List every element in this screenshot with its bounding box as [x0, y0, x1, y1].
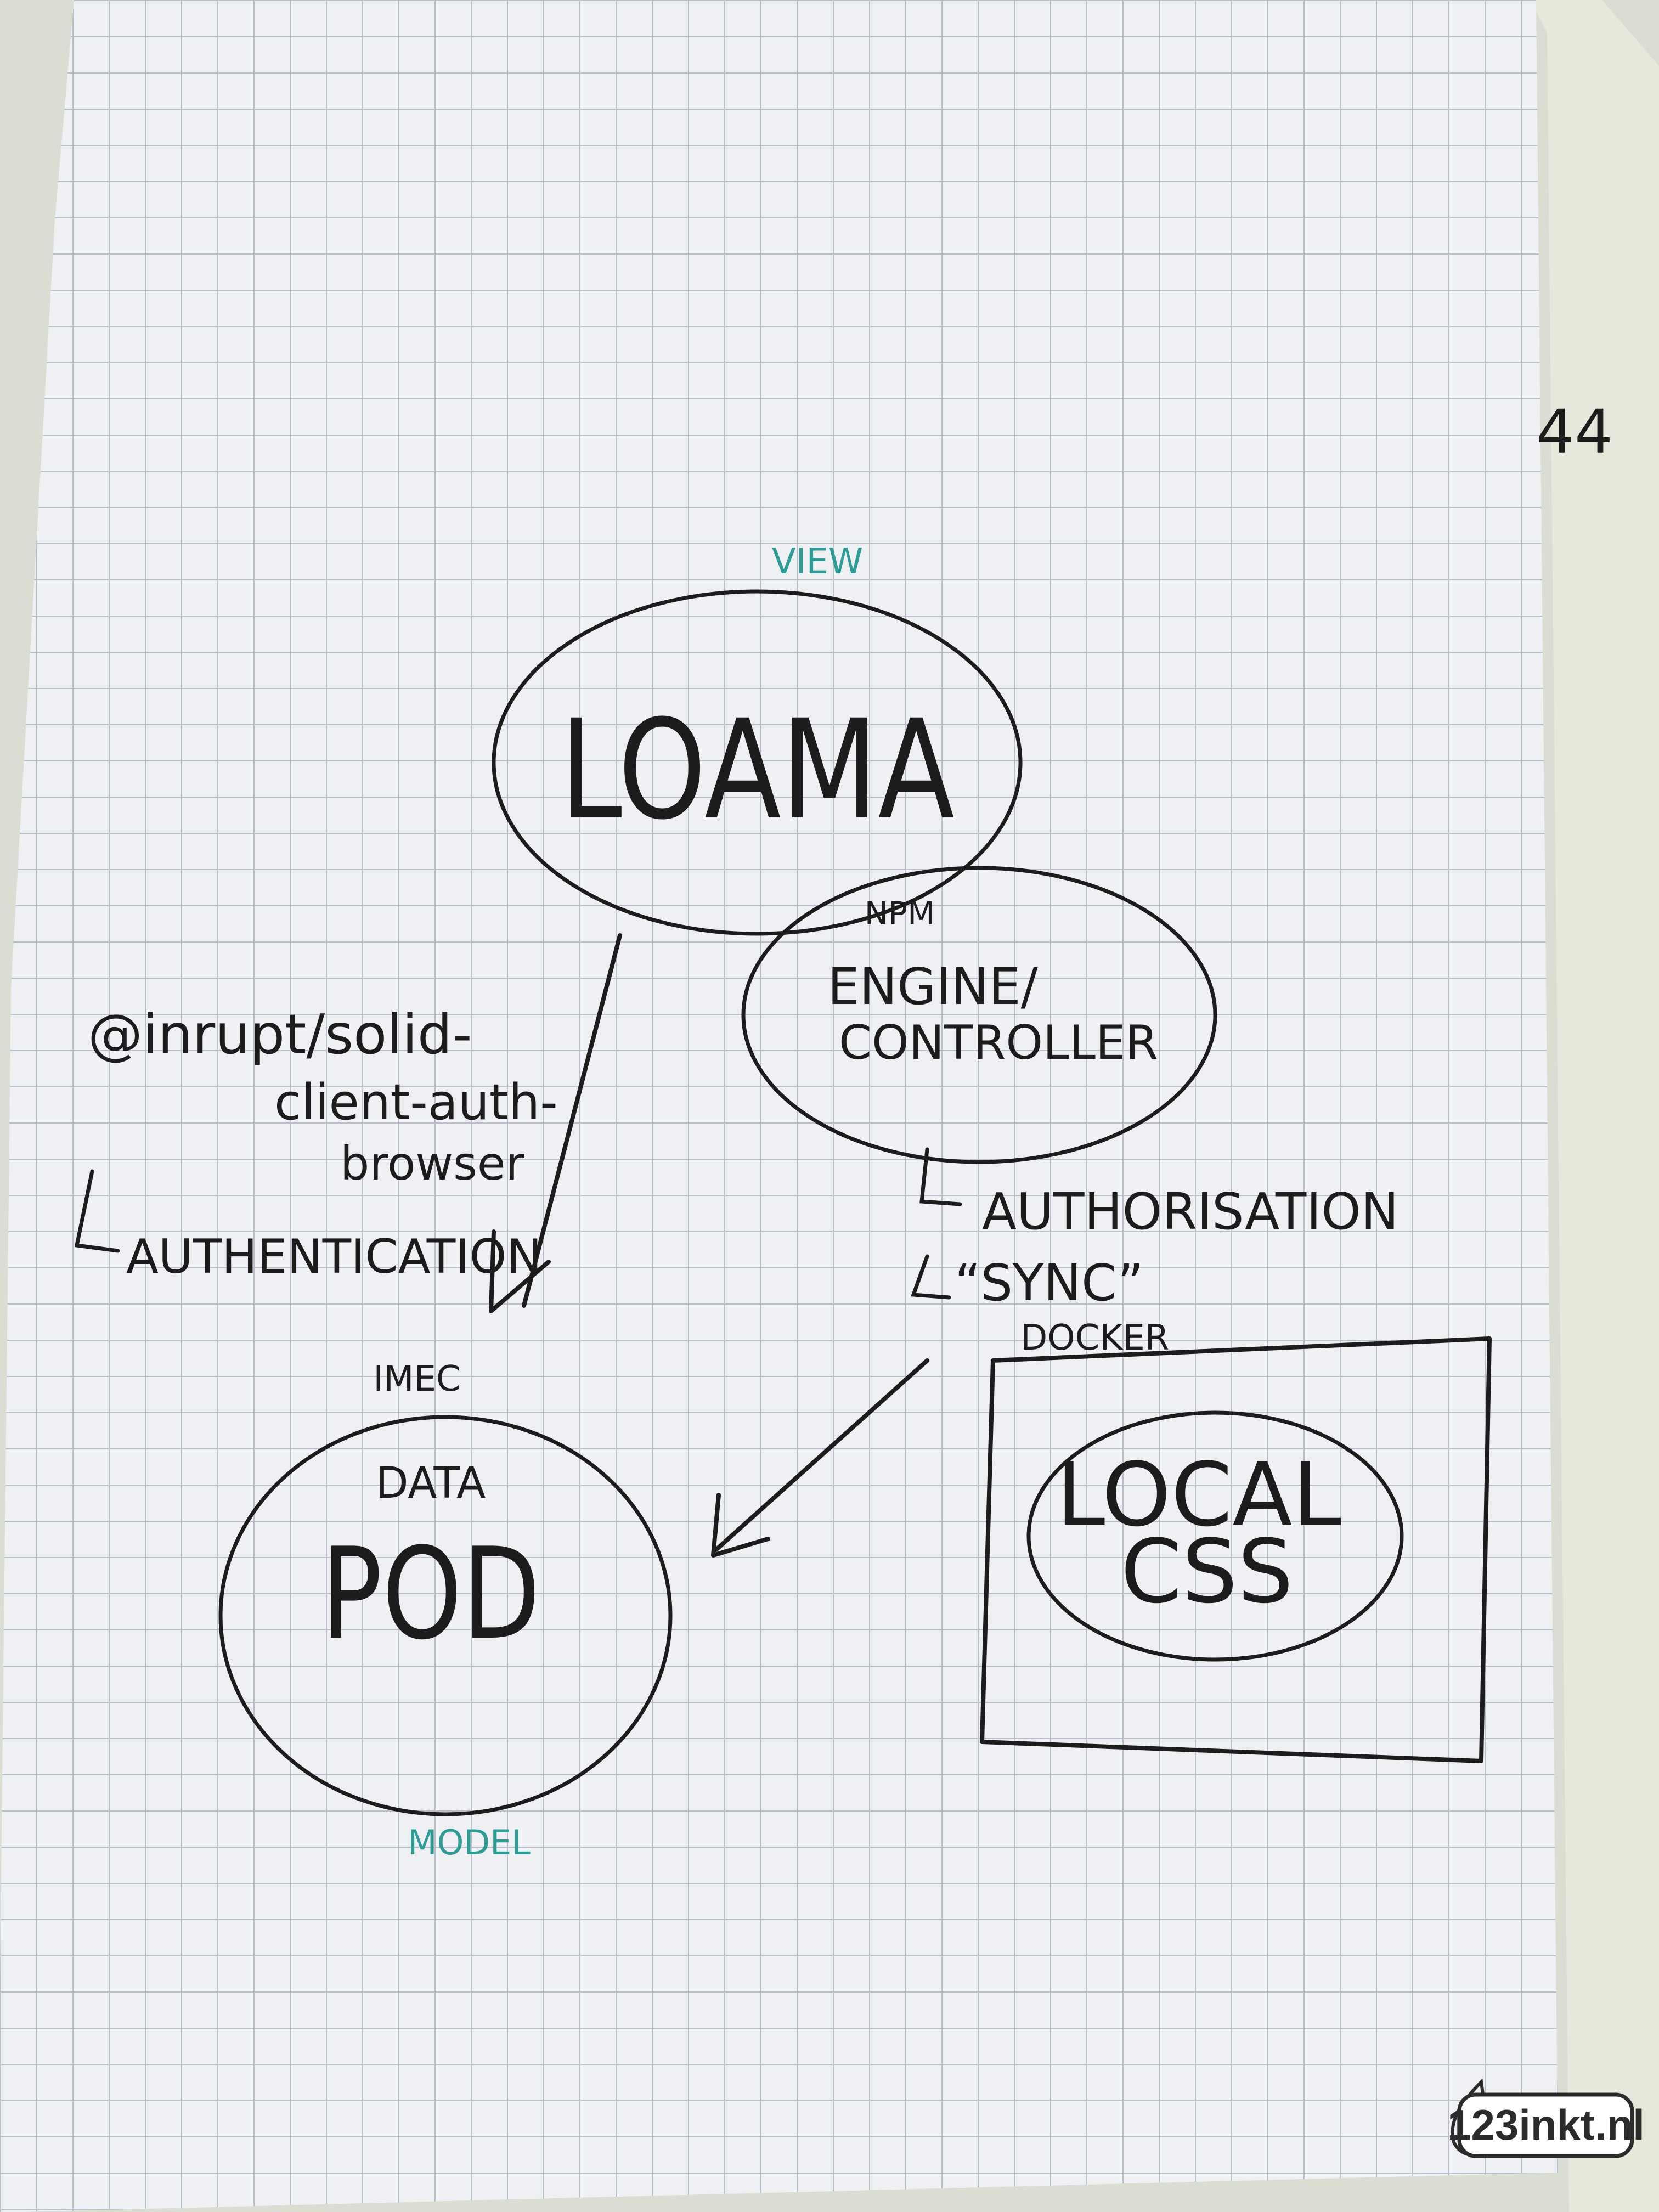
imec-label: IMEC: [373, 1359, 460, 1400]
authorisation-bullet: [919, 1147, 962, 1206]
library-line-1: @inrupt/solid-: [88, 1002, 472, 1066]
loama-ellipse: [492, 589, 1023, 936]
model-label: MODEL: [408, 1822, 531, 1863]
authentication-label: AUTHENTICATION: [126, 1229, 542, 1284]
library-line-3: browser: [340, 1137, 525, 1190]
docker-box: [980, 1336, 1492, 1763]
authorisation-label: AUTHORISATION: [982, 1182, 1399, 1241]
engine-to-pod-arrow: [711, 1358, 929, 1558]
loama-to-pod-arrow: [489, 933, 622, 1313]
engine-ellipse: [741, 866, 1217, 1164]
loama-title: LOAMA: [560, 690, 955, 850]
local-label: LOCAL: [1056, 1443, 1341, 1546]
docker-label: DOCKER: [1020, 1318, 1169, 1358]
paper-stack-edge: [1531, 0, 1659, 2212]
view-label: VIEW: [772, 541, 863, 582]
sync-label: “SYNC”: [955, 1254, 1144, 1312]
library-line-2: client-auth-: [274, 1074, 558, 1131]
engine-label: ENGINE/: [827, 957, 1037, 1016]
local-css-ellipse: [1026, 1410, 1404, 1662]
brand-logo-text: 123inkt.nl: [1447, 2101, 1645, 2149]
authentication-bullet: [74, 1169, 120, 1253]
brand-logo: 123inkt.nl: [1447, 2078, 1645, 2158]
sync-bullet: [911, 1254, 951, 1300]
npm-label: NPM: [865, 895, 935, 932]
pod-title: POD: [321, 1521, 540, 1668]
pod-ellipse: [218, 1415, 673, 1816]
data-label: DATA: [376, 1459, 486, 1508]
edge-note: 44: [1536, 397, 1613, 467]
css-label: CSS: [1121, 1520, 1294, 1623]
controller-label: CONTROLLER: [839, 1015, 1158, 1070]
